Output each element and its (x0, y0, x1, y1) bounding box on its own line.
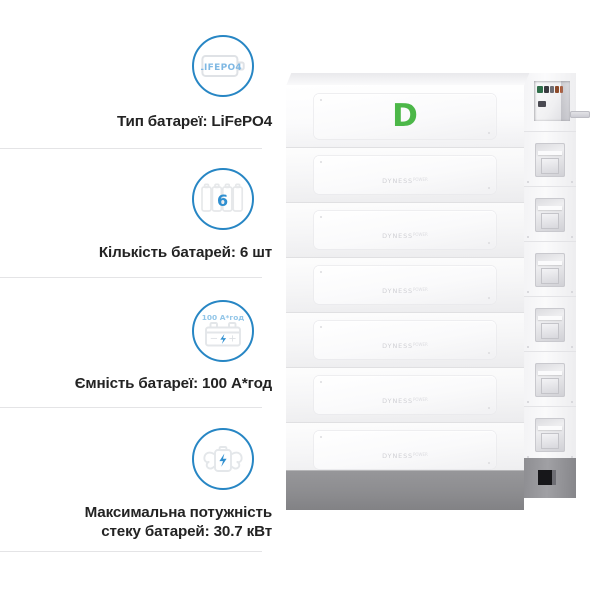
side-cell (524, 296, 576, 351)
module-brand-label: DYNESSPOWER (382, 232, 428, 240)
side-cell (524, 241, 576, 296)
stack-base-side (524, 458, 576, 498)
module-panel: DYNESSPOWER (314, 376, 496, 414)
connector-port (535, 363, 565, 397)
module-brand-label: DYNESSPOWER (382, 287, 428, 295)
battery-module: DYNESSPOWER (286, 202, 524, 257)
side-cell (524, 131, 576, 186)
stack-base-front (286, 470, 524, 510)
battery-module: D (286, 85, 524, 147)
spec-divider (0, 148, 262, 149)
module-panel: DYNESSPOWER (314, 211, 496, 249)
battery-module: DYNESSPOWER (286, 422, 524, 477)
battery-module: DYNESSPOWER (286, 147, 524, 202)
module-panel: DYNESSPOWER (314, 156, 496, 194)
connector-port (535, 198, 565, 232)
connector-port (535, 418, 565, 452)
spec-list: LIFEPO4 Тип батареї: LiFePO4 6 (0, 0, 290, 600)
battery-module: DYNESSPOWER (286, 367, 524, 422)
spec-label-max-power-line1: Максимальна потужність (84, 504, 273, 521)
module-brand-label: DYNESSPOWER (382, 177, 428, 185)
spec-divider (0, 407, 262, 408)
svg-text:6: 6 (217, 191, 228, 210)
side-handle (570, 111, 590, 118)
max-power-icon (192, 428, 254, 490)
svg-text:100 A*год: 100 A*год (202, 313, 245, 322)
base-cable-slot (538, 470, 556, 485)
dyness-battery-stack-image: D DYNESSPOWER DYNESSPOWER DYNESSPOWER (286, 55, 590, 520)
battery-capacity-icon: 100 A*год − + (192, 300, 254, 362)
svg-text:LIFEPO4: LIFEPO4 (201, 63, 242, 73)
side-cell (524, 406, 576, 461)
spec-divider (0, 277, 262, 278)
svg-text:−: − (210, 334, 218, 345)
module-brand-label: DYNESSPOWER (382, 397, 428, 405)
module-panel: DYNESSPOWER (314, 266, 496, 304)
module-panel: DYNESSPOWER (314, 321, 496, 359)
module-brand-label: DYNESSPOWER (382, 452, 428, 460)
connector-port (535, 143, 565, 177)
module-column: D DYNESSPOWER DYNESSPOWER DYNESSPOWER (286, 85, 524, 477)
side-cell (524, 351, 576, 406)
spec-label-battery-count: Кількість батарей: 6 шт (98, 244, 272, 261)
connector-port (535, 253, 565, 287)
bms-cavity (534, 81, 570, 121)
module-brand-label: DYNESSPOWER (382, 342, 428, 350)
lifepo4-battery-icon: LIFEPO4 (192, 35, 254, 97)
spec-label-battery-type: Тип батареї: LiFePO4 (116, 113, 272, 130)
spec-label-battery-capacity: Ємність батареї: 100 A*год (74, 375, 272, 392)
battery-count-icon: 6 (192, 168, 254, 230)
bms-terminals (538, 101, 546, 107)
module-panel: D (314, 94, 496, 139)
bms-control-box (524, 73, 590, 131)
battery-module: DYNESSPOWER (286, 257, 524, 312)
side-cell (524, 186, 576, 241)
module-panel: DYNESSPOWER (314, 431, 496, 469)
spec-label-max-power: Максимальна потужність стеку батарей: 30… (0, 503, 273, 541)
svg-text:+: + (228, 334, 236, 345)
stack-side-wall (524, 73, 576, 461)
spec-label-max-power-line2: стеку батарей: 30.7 кВт (101, 523, 272, 540)
connector-port (535, 308, 565, 342)
spec-divider (0, 551, 262, 552)
dyness-d-logo: D (392, 98, 418, 134)
battery-module: DYNESSPOWER (286, 312, 524, 367)
